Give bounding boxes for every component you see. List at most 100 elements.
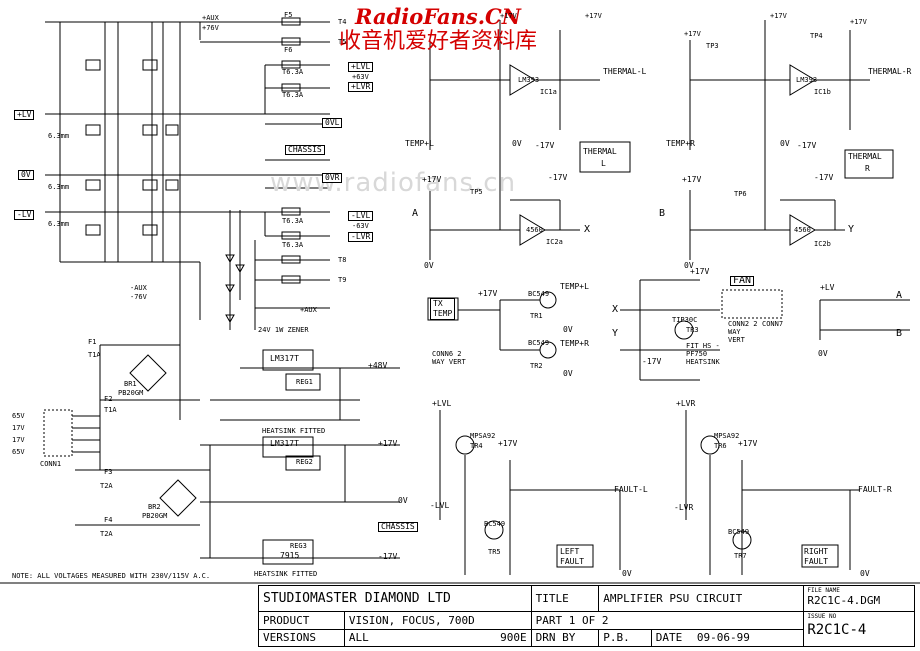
title-block: STUDIOMASTER DIAMOND LTD TITLE AMPLIFIER… bbox=[258, 584, 915, 648]
rail-plus17-tx: +17V bbox=[478, 289, 498, 298]
spade-label-1: 6.3mm bbox=[48, 132, 70, 140]
tx-temp-label-2: TEMP bbox=[433, 309, 453, 318]
tp5-label: TP5 bbox=[470, 188, 483, 196]
product-label: PRODUCT bbox=[258, 611, 345, 630]
tr2-part: BC549 bbox=[528, 339, 550, 347]
rail-zero-reg: 0V bbox=[398, 496, 408, 505]
versions-value: ALL bbox=[348, 631, 369, 645]
tx-temp-label-1: TX bbox=[433, 299, 443, 308]
tp3-label: TP3 bbox=[706, 42, 719, 50]
bridge-br2: BR2 bbox=[148, 503, 161, 511]
bridge-br1-part: PB20GM bbox=[118, 389, 144, 397]
rail-plus17-th4: +17V bbox=[684, 30, 701, 38]
rail-plus17-fan: +17V bbox=[690, 267, 710, 276]
fan-label: FAN bbox=[730, 276, 755, 286]
rail-zero-th4: 0V bbox=[684, 261, 694, 270]
power-bus-lines bbox=[45, 21, 265, 420]
diode-column bbox=[225, 210, 245, 330]
reg1-part: LM317T bbox=[270, 354, 299, 363]
ic2a-label: IC2a bbox=[546, 238, 563, 246]
aux-pos-label: +AUX bbox=[202, 14, 219, 22]
issue-value: R2C1C-4 bbox=[807, 622, 867, 639]
rail-minus17-th2: -17V bbox=[548, 173, 568, 182]
tap-17v-a: 17V bbox=[12, 424, 25, 432]
left-fault-1: LEFT bbox=[560, 547, 580, 556]
aux-neg-label: -AUX bbox=[130, 284, 147, 292]
fault-lvr-neg: -LVR bbox=[674, 503, 694, 512]
regulator-wiring bbox=[200, 349, 400, 565]
versions-code: 900E bbox=[500, 631, 527, 645]
rail-plus17-fault1: +17V bbox=[498, 439, 518, 448]
terminal-t8: T8 bbox=[338, 256, 347, 264]
thermal-r-side: R bbox=[865, 164, 870, 173]
rail-lvl-neg: -LVL bbox=[348, 211, 374, 221]
versions-label: VERSIONS bbox=[258, 628, 345, 648]
file-name-cell: FILE NAME R2C1C-4.DGM bbox=[803, 584, 915, 613]
fault-r-out: FAULT-R bbox=[858, 485, 892, 494]
date-cell: DATE 09-06-99 bbox=[650, 628, 805, 648]
fuse-f2-rating: T1A bbox=[104, 406, 117, 414]
bridge-br2-part: PB20GM bbox=[142, 512, 168, 520]
rail-plus17-th7: +17V bbox=[682, 175, 702, 184]
fuse-symbols bbox=[281, 17, 301, 284]
fan-fit-note: FIT HS - PF750 HEATSINK bbox=[686, 342, 720, 366]
opamp-4560-left: 4560 bbox=[526, 226, 543, 234]
heatsink-1: HEATSINK FITTED bbox=[262, 427, 326, 435]
product-value: VISION, FOCUS, 700D bbox=[343, 611, 532, 630]
fault-l-out: FAULT-L bbox=[614, 485, 648, 494]
bridge-br1: BR1 bbox=[124, 380, 137, 388]
terminal-t9: T9 bbox=[338, 276, 347, 284]
tr1-label: TR1 bbox=[530, 312, 543, 320]
mps-right: MPSA92 bbox=[714, 432, 740, 440]
terminal-t5: T5 bbox=[338, 38, 347, 46]
spade-label-2: 6.3mm bbox=[48, 183, 70, 191]
thermal-l-title: THERMAL bbox=[583, 147, 617, 156]
rail-minus17-th1: -17V bbox=[535, 141, 555, 150]
fan-node-y: Y bbox=[612, 328, 619, 339]
tap-65v-a: 65V bbox=[12, 412, 25, 420]
thermal-l-out: THERMAL-L bbox=[603, 67, 647, 76]
watermark-cn-title: 收音机爱好者资料库 bbox=[338, 29, 537, 54]
fault-lvr: +LVR bbox=[676, 399, 696, 408]
tx-temp-box: TX TEMP bbox=[430, 298, 456, 320]
rail-lvr-neg: -LVR bbox=[348, 232, 374, 242]
rail-minus17-fan: -17V bbox=[642, 357, 662, 366]
watermark: RadioFans.CN 收音机爱好者资料库 bbox=[318, 4, 558, 55]
fan-node-x: X bbox=[612, 304, 619, 315]
left-fault-2: FAULT bbox=[560, 557, 585, 566]
thermal-r-out: THERMAL-R bbox=[868, 67, 912, 76]
reg2-part: LM317T bbox=[270, 439, 299, 448]
fuse-f1-rating: T1A bbox=[88, 351, 101, 359]
drawn-by-label: DRN BY bbox=[530, 628, 600, 648]
fan-node-a: A bbox=[896, 290, 903, 301]
rail-plus17-th2: +17V bbox=[585, 12, 602, 20]
title-value: AMPLIFIER PSU CIRCUIT bbox=[598, 584, 805, 613]
opamp-lm393-right: LM393 bbox=[796, 76, 818, 84]
fuse-f4-rating: T2A bbox=[100, 530, 113, 538]
rail-minus-lv: -LV bbox=[14, 210, 35, 220]
zener-label: 24V 1W ZENER bbox=[258, 326, 309, 334]
issue-label: ISSUE NO bbox=[807, 613, 837, 621]
fan-tx-wiring bbox=[427, 279, 910, 381]
aux-pos-voltage: +76V bbox=[202, 24, 219, 32]
tr1-part: BC549 bbox=[528, 290, 550, 298]
date-label: DATE bbox=[655, 631, 683, 645]
fuse-rating-3d: T6.3A bbox=[282, 241, 304, 249]
opamp-lm393-left: LM393 bbox=[518, 76, 540, 84]
tap-17v-b: 17V bbox=[12, 436, 25, 444]
tx-temp-r: TEMP+R bbox=[560, 339, 589, 348]
rail-minus17-th4: -17V bbox=[814, 173, 834, 182]
voltage-note: NOTE: ALL VOLTAGES MEASURED WITH 230V/11… bbox=[12, 572, 211, 580]
rail-zero-fault2: 0V bbox=[860, 569, 870, 578]
rail-plus17-th5: +17V bbox=[770, 12, 787, 20]
rail-plus17-th6: +17V bbox=[850, 18, 867, 26]
rail-zero-th1: 0V bbox=[512, 139, 522, 148]
fuse-f1: F1 bbox=[88, 338, 97, 346]
mps-left: MPSA92 bbox=[470, 432, 496, 440]
file-name-value: R2C1C-4.DGM bbox=[807, 594, 881, 607]
aux-neg-voltage: -76V bbox=[130, 293, 147, 301]
tr3-part: TIP30C bbox=[672, 316, 698, 324]
rail-zero-th2: 0V bbox=[424, 261, 434, 270]
conn6-label: CONN6 2 WAY VERT bbox=[432, 350, 466, 366]
tx-temp-l: TEMP+L bbox=[560, 282, 589, 291]
